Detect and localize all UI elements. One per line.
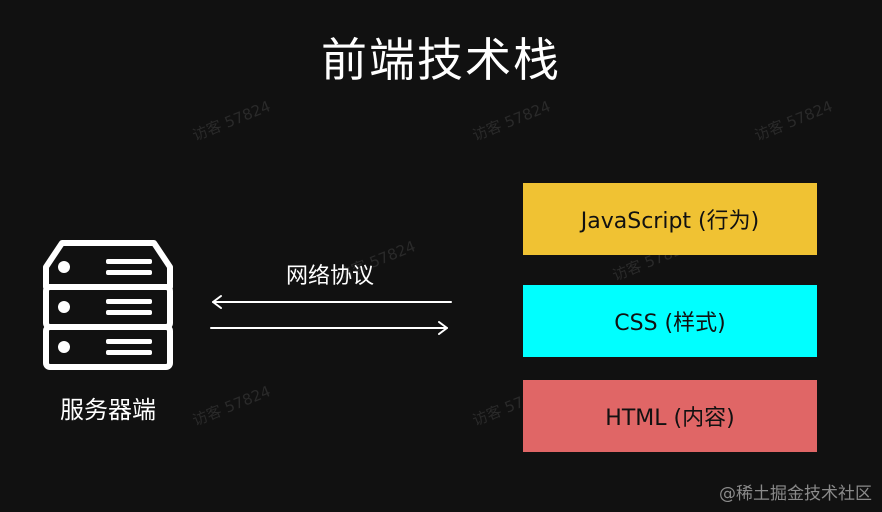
javascript-layer-label: JavaScript (行为) (580, 209, 760, 234)
html-layer: HTML (内容) (523, 380, 817, 452)
left-arrow-head (212, 295, 222, 309)
bidirectional-arrows (210, 295, 452, 335)
protocol-label: 网络协议 (285, 264, 374, 289)
html-layer-label: HTML (内容) (605, 406, 735, 431)
css-layer: CSS (样式) (523, 285, 817, 357)
server-icon (43, 240, 173, 370)
javascript-layer: JavaScript (行为) (523, 183, 817, 255)
diagram-title: 前端技术栈 (321, 33, 561, 87)
server-label: 服务器端 (60, 396, 156, 424)
watermark: 访客 57824 (751, 97, 836, 145)
watermark: 访客 57824 (189, 382, 274, 430)
watermark: 访客 57824 (469, 97, 554, 145)
right-arrow-head (438, 321, 448, 335)
watermark: 访客 57824 (189, 97, 274, 145)
css-layer-label: CSS (样式) (614, 311, 726, 336)
footer-watermark: @稀土掘金技术社区 (719, 484, 872, 504)
